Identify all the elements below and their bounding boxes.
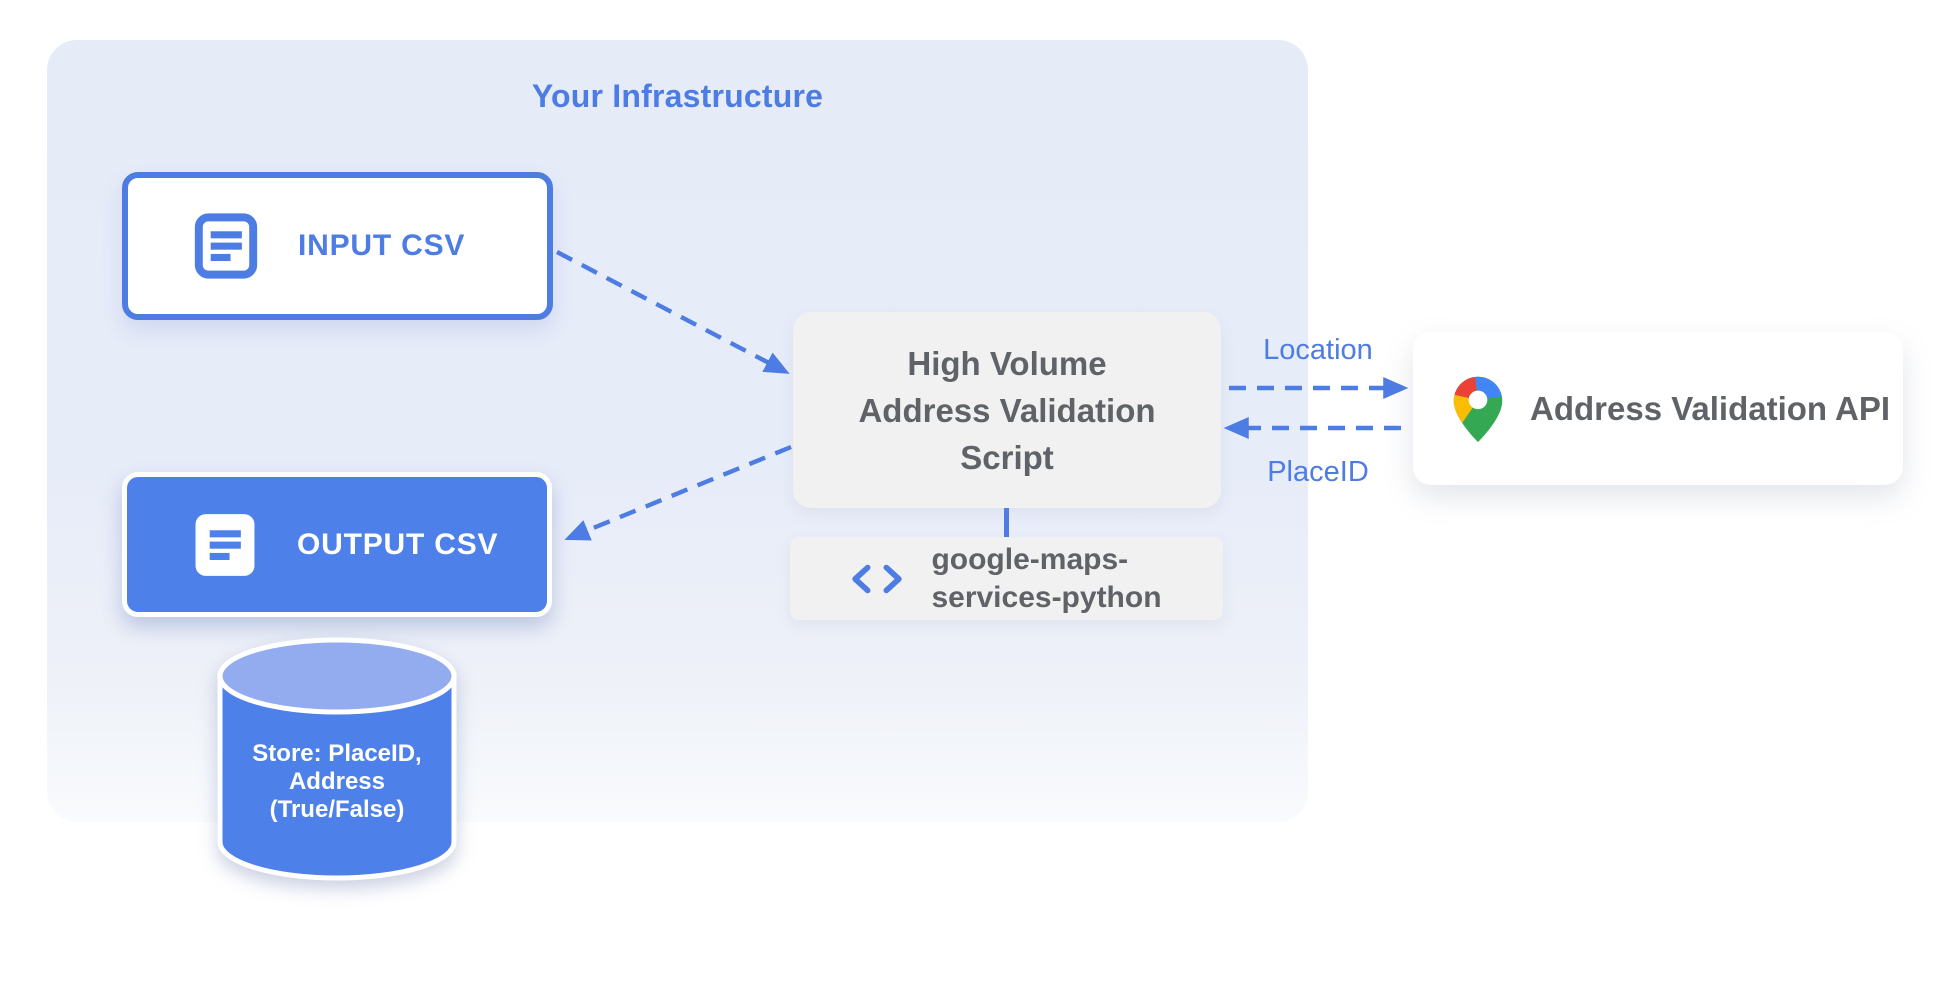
script-box: High Volume Address Validation Script (793, 312, 1221, 508)
location-edge-label: Location (1263, 334, 1373, 366)
panel-title: Your Infrastructure (531, 78, 824, 114)
output-csv-label: OUTPUT CSV (297, 527, 499, 561)
api-box: Address Validation API (1413, 332, 1903, 485)
library-label: google-maps- services-python (931, 541, 1161, 617)
api-label: Address Validation API (1530, 389, 1891, 427)
document-icon (194, 213, 258, 279)
script-label-line: Script (960, 438, 1054, 476)
library-box: google-maps- services-python (790, 537, 1223, 620)
code-icon (852, 564, 903, 593)
datastore-line: Store: PlaceID, (252, 740, 422, 767)
datastore-line: Address (288, 768, 386, 795)
datastore-line: (True/False) (269, 796, 405, 823)
google-maps-pin-icon (1453, 376, 1503, 442)
script-label-line: Address Validation (858, 391, 1156, 429)
datastore-label: Store: PlaceID, Address (True/False) (212, 740, 462, 824)
script-library-connector (1004, 505, 1009, 539)
datastore-cylinder (212, 630, 462, 890)
placeid-edge-label: PlaceID (1267, 456, 1369, 488)
library-label-line: services-python (931, 580, 1162, 614)
input-csv-box: INPUT CSV (122, 172, 553, 320)
output-csv-box: OUTPUT CSV (122, 472, 552, 617)
cylinder-shape (217, 637, 457, 881)
document-icon (195, 513, 255, 576)
input-csv-label: INPUT CSV (298, 229, 466, 262)
script-label-line: High Volume (907, 344, 1107, 382)
library-label-line: google-maps- (931, 542, 1129, 576)
